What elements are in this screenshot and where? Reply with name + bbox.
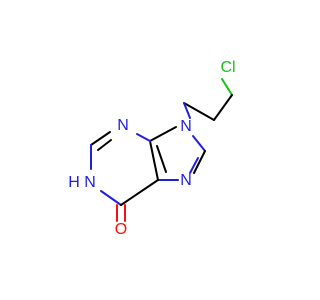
molecule-structure: Cl N N H N N O xyxy=(68,59,235,238)
bond-cl-ch2 xyxy=(221,78,233,96)
bond-c8-n7-a xyxy=(193,150,206,174)
bond-c4-n3 xyxy=(136,133,151,142)
bond-ch2-ch2-lower xyxy=(183,102,215,121)
n3-atom-label: N xyxy=(117,117,129,134)
oxygen-atom-label: O xyxy=(115,221,127,238)
bond-ch2-n9 xyxy=(183,102,191,119)
molecule-canvas: Cl N N H N N O xyxy=(68,59,236,239)
bond-c5-c4 xyxy=(149,140,159,181)
n1h-hydrogen-label: H xyxy=(68,174,80,191)
chlorine-atom-label: Cl xyxy=(220,59,235,76)
n7-atom-label: N xyxy=(180,172,192,189)
bond-n3-c2 xyxy=(90,131,111,146)
bond-c8-n7-b xyxy=(189,157,199,174)
bond-ch2-ch2-upper xyxy=(213,94,233,121)
bond-c4-n9 xyxy=(149,126,177,142)
bond-n1-c6 xyxy=(100,190,122,206)
bond-c5-c4-inner xyxy=(156,145,167,173)
n1-atom-label: N xyxy=(84,174,96,191)
bond-n3-c2-inner xyxy=(97,139,112,151)
n9-atom-label: N xyxy=(180,118,192,135)
bond-n9-c8 xyxy=(192,135,206,152)
bond-c6-c5 xyxy=(120,179,159,206)
